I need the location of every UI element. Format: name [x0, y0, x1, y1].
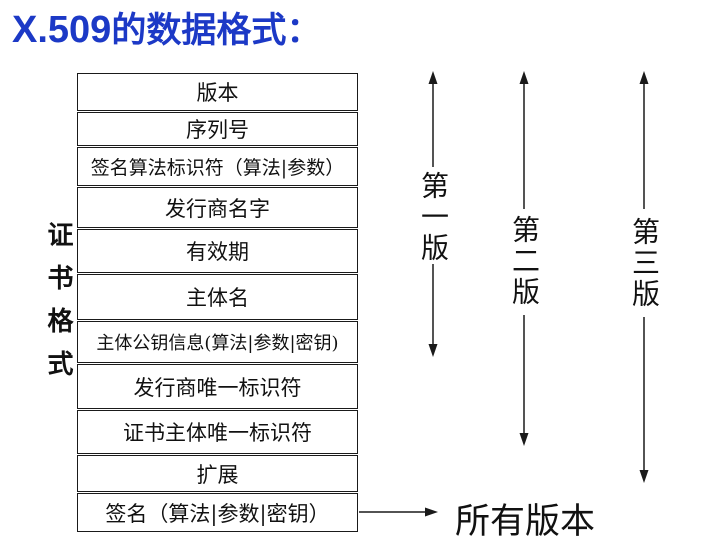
side-label-certificate-format: 证书格式 [43, 221, 73, 393]
table-row-subject-public-key-info: 主体公钥信息(算法|参数|密钥) [77, 321, 358, 363]
table-row-signature: 签名（算法|参数|密钥） [77, 493, 358, 532]
page-title: X.509的数据格式： [12, 2, 321, 53]
all-versions-label: 所有版本 [455, 502, 596, 542]
title-product-name: X.509 [12, 9, 112, 51]
table-row-signature-algorithm-id: 签名算法标识符（算法|参数） [77, 147, 358, 186]
table-row-subject-unique-id: 证书主体唯一标识符 [77, 410, 358, 454]
table-row-serial-number: 序列号 [77, 112, 358, 146]
table-row-issuer-name: 发行商名字 [77, 187, 358, 228]
table-row-version: 版本 [77, 73, 358, 111]
table-row-extensions: 扩展 [77, 455, 358, 492]
all-versions-arrow [359, 507, 438, 517]
title-suffix: 的数据格式： [111, 10, 322, 51]
table-row-validity-period: 有效期 [77, 229, 358, 273]
table-row-subject-name: 主体名 [77, 274, 358, 320]
version1-label: 第一版 [417, 171, 450, 264]
table-row-issuer-unique-id: 发行商唯一标识符 [77, 364, 358, 409]
version3-label: 第三版 [628, 217, 661, 310]
version2-label: 第二版 [508, 215, 541, 308]
certificate-fields-table: 版本 序列号 签名算法标识符（算法|参数） 发行商名字 有效期 主体名 主体公钥… [77, 73, 358, 532]
